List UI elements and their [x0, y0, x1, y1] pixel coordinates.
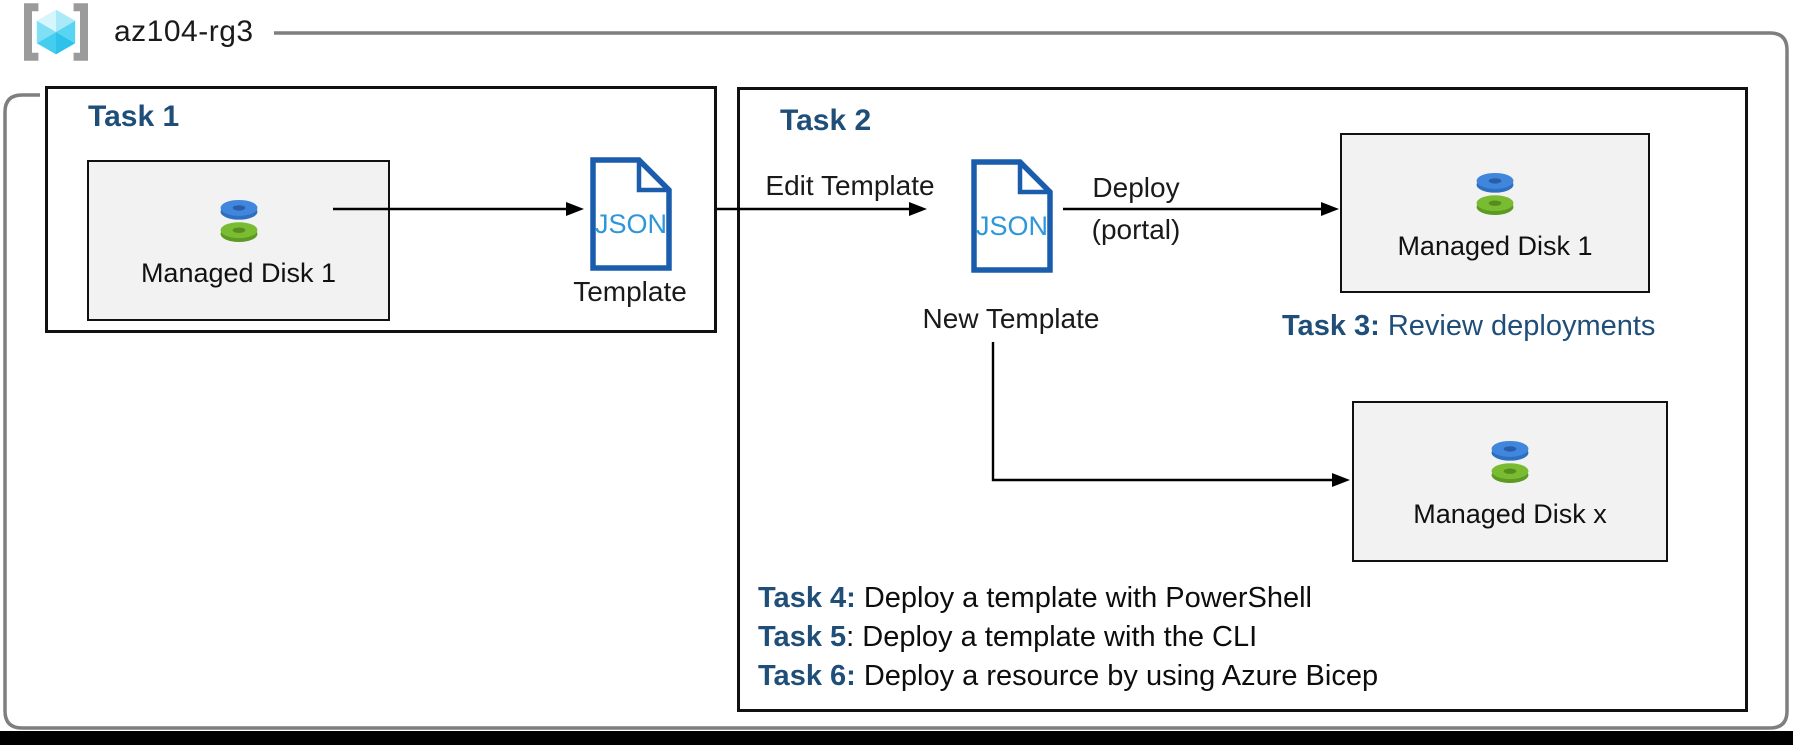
managed-disk-1-deployed-box: Managed Disk 1	[1340, 133, 1650, 293]
task1-title: Task 1	[88, 100, 180, 133]
task3-prefix: Task 3:	[1282, 310, 1380, 342]
json-file-text: JSON	[976, 211, 1048, 241]
managed-disk-icon	[1476, 172, 1514, 215]
task5-prefix: Task 5	[758, 621, 847, 653]
managed-disk-icon	[220, 199, 257, 242]
template-caption: Template	[573, 276, 687, 307]
task5-text: : Deploy a template with the CLI	[846, 621, 1258, 653]
resource-group-label: az104-rg3	[14, 0, 274, 64]
task4-text: Deploy a template with PowerShell	[855, 582, 1312, 614]
task6-text: Deploy a resource by using Azure Bicep	[855, 660, 1379, 692]
task4-prefix: Task 4:	[758, 582, 856, 614]
bottom-black-bar	[0, 731, 1793, 745]
edit-template-arrow-label: Edit Template	[765, 170, 935, 201]
json-template-file-icon: JSON	[590, 157, 672, 271]
new-template-caption: New Template	[922, 303, 1100, 334]
disk-label: Managed Disk x	[1413, 499, 1607, 529]
managed-disk-1-source-box: Managed Disk 1	[87, 160, 390, 321]
managed-disk-icon	[1491, 440, 1529, 483]
task2-title: Task 2	[780, 104, 872, 137]
task6-line: Task 6: Deploy a resource by using Azure…	[758, 657, 1378, 696]
task5-line: Task 5: Deploy a template with the CLI	[758, 618, 1378, 657]
task-list: Task 4: Deploy a template with PowerShel…	[758, 579, 1378, 696]
deploy-arrow-label: Deploy	[1092, 172, 1180, 203]
json-new-template-file-icon: JSON	[971, 159, 1053, 273]
task6-prefix: Task 6:	[758, 660, 856, 692]
task3-caption: Task 3: Review deployments	[1282, 310, 1655, 343]
resource-group-name: az104-rg3	[114, 15, 254, 48]
task3-text: Review deployments	[1379, 310, 1656, 342]
disk-label: Managed Disk 1	[140, 258, 337, 288]
disk-label: Managed Disk 1	[1397, 230, 1593, 261]
resource-group-icon	[24, 3, 89, 61]
azure-cube-glyph	[36, 9, 76, 55]
json-file-text: JSON	[595, 209, 667, 239]
deploy-arrow-sublabel: (portal)	[1091, 214, 1181, 245]
managed-disk-x-box: Managed Disk x	[1352, 401, 1668, 562]
task4-line: Task 4: Deploy a template with PowerShel…	[758, 579, 1378, 618]
